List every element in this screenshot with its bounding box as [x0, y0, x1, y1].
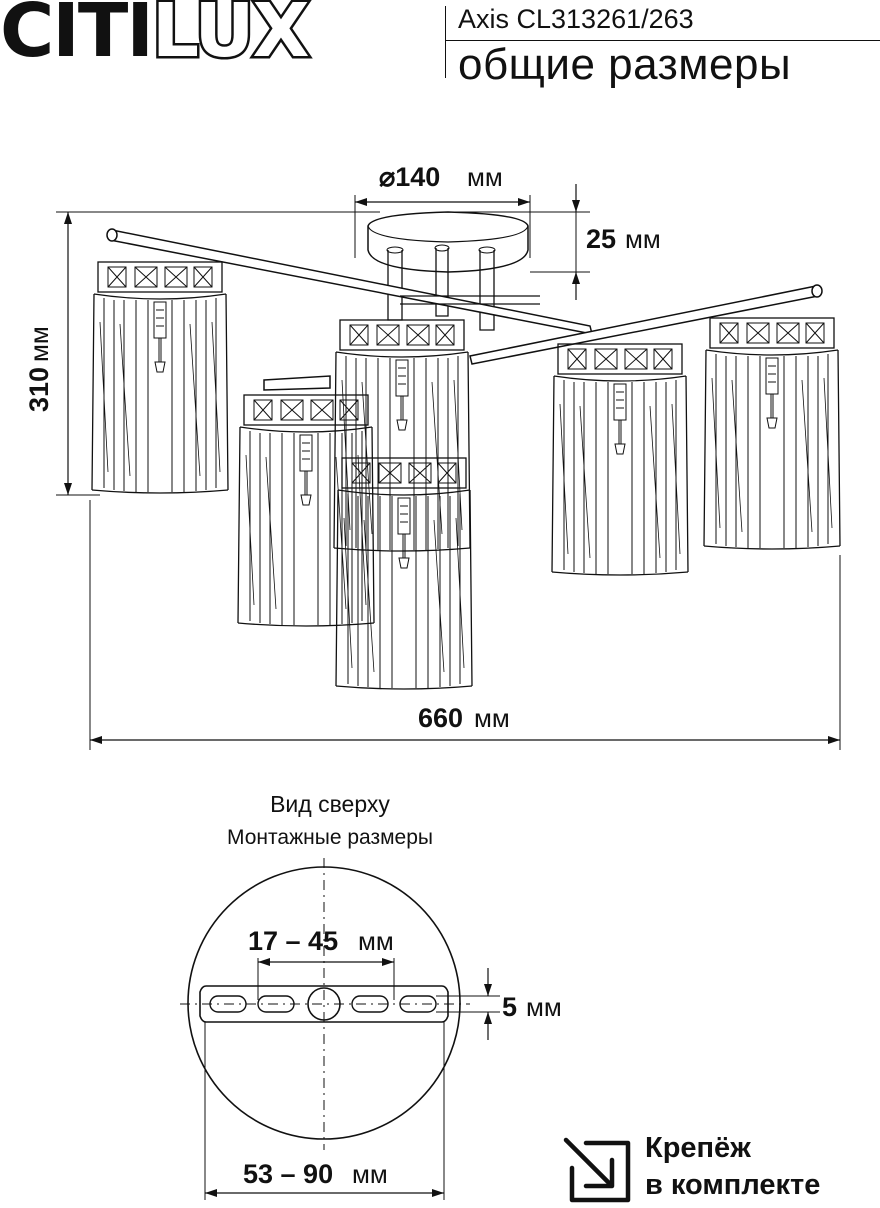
fixture-arms: [106, 228, 823, 391]
svg-text:310: 310: [24, 367, 54, 412]
mounting-kit-note: Крепёж в комплекте: [645, 1130, 820, 1204]
mounting-kit-note-line1: Крепёж: [645, 1132, 751, 1164]
dim-canopy-diameter: ⌀140 мм: [354, 162, 531, 258]
mounting-plate-top-view: [180, 858, 470, 1150]
crystal-shade-4: [237, 394, 375, 627]
svg-text:мм: мм: [474, 703, 510, 733]
svg-text:17 – 45: 17 – 45: [248, 926, 338, 956]
dim-canopy-height: 25 мм: [450, 184, 661, 300]
top-view-subtitle: Монтажные размеры: [227, 826, 433, 849]
svg-text:мм: мм: [352, 1159, 388, 1189]
arrow-into-box-icon: [563, 1137, 631, 1203]
citilux-logo: CITILUX: [0, 0, 312, 74]
model-number: Axis CL313261/263: [458, 4, 694, 34]
svg-text:мм: мм: [467, 162, 503, 192]
svg-text:мм: мм: [526, 992, 562, 1022]
dim-slot-width: 5 мм: [436, 968, 562, 1040]
svg-text:мм: мм: [24, 326, 54, 362]
mounting-kit-note-line2: в комплекте: [645, 1169, 821, 1201]
crystal-shade-3: [551, 343, 689, 576]
page-title: общие размеры: [458, 40, 792, 89]
dim-total-width: 660 мм: [89, 500, 841, 750]
svg-text:5: 5: [502, 992, 517, 1022]
svg-text:53 – 90: 53 – 90: [243, 1159, 333, 1189]
svg-text:660: 660: [418, 703, 463, 733]
dim-mount-span: 53 – 90 мм: [204, 1022, 445, 1200]
svg-text:25: 25: [586, 224, 616, 254]
svg-text:мм: мм: [625, 224, 661, 254]
svg-text:мм: мм: [358, 926, 394, 956]
header-divider-vertical: [445, 6, 446, 78]
top-view-title: Вид сверху: [270, 791, 390, 817]
dim-slot-spacing: 17 – 45 мм: [248, 926, 395, 1000]
dim-total-height: 310 мм: [24, 211, 380, 496]
header-divider-horizontal: [445, 40, 880, 41]
svg-text:⌀140: ⌀140: [379, 162, 440, 192]
crystal-shade-1: [91, 261, 229, 494]
crystal-shade-2: [703, 317, 841, 550]
